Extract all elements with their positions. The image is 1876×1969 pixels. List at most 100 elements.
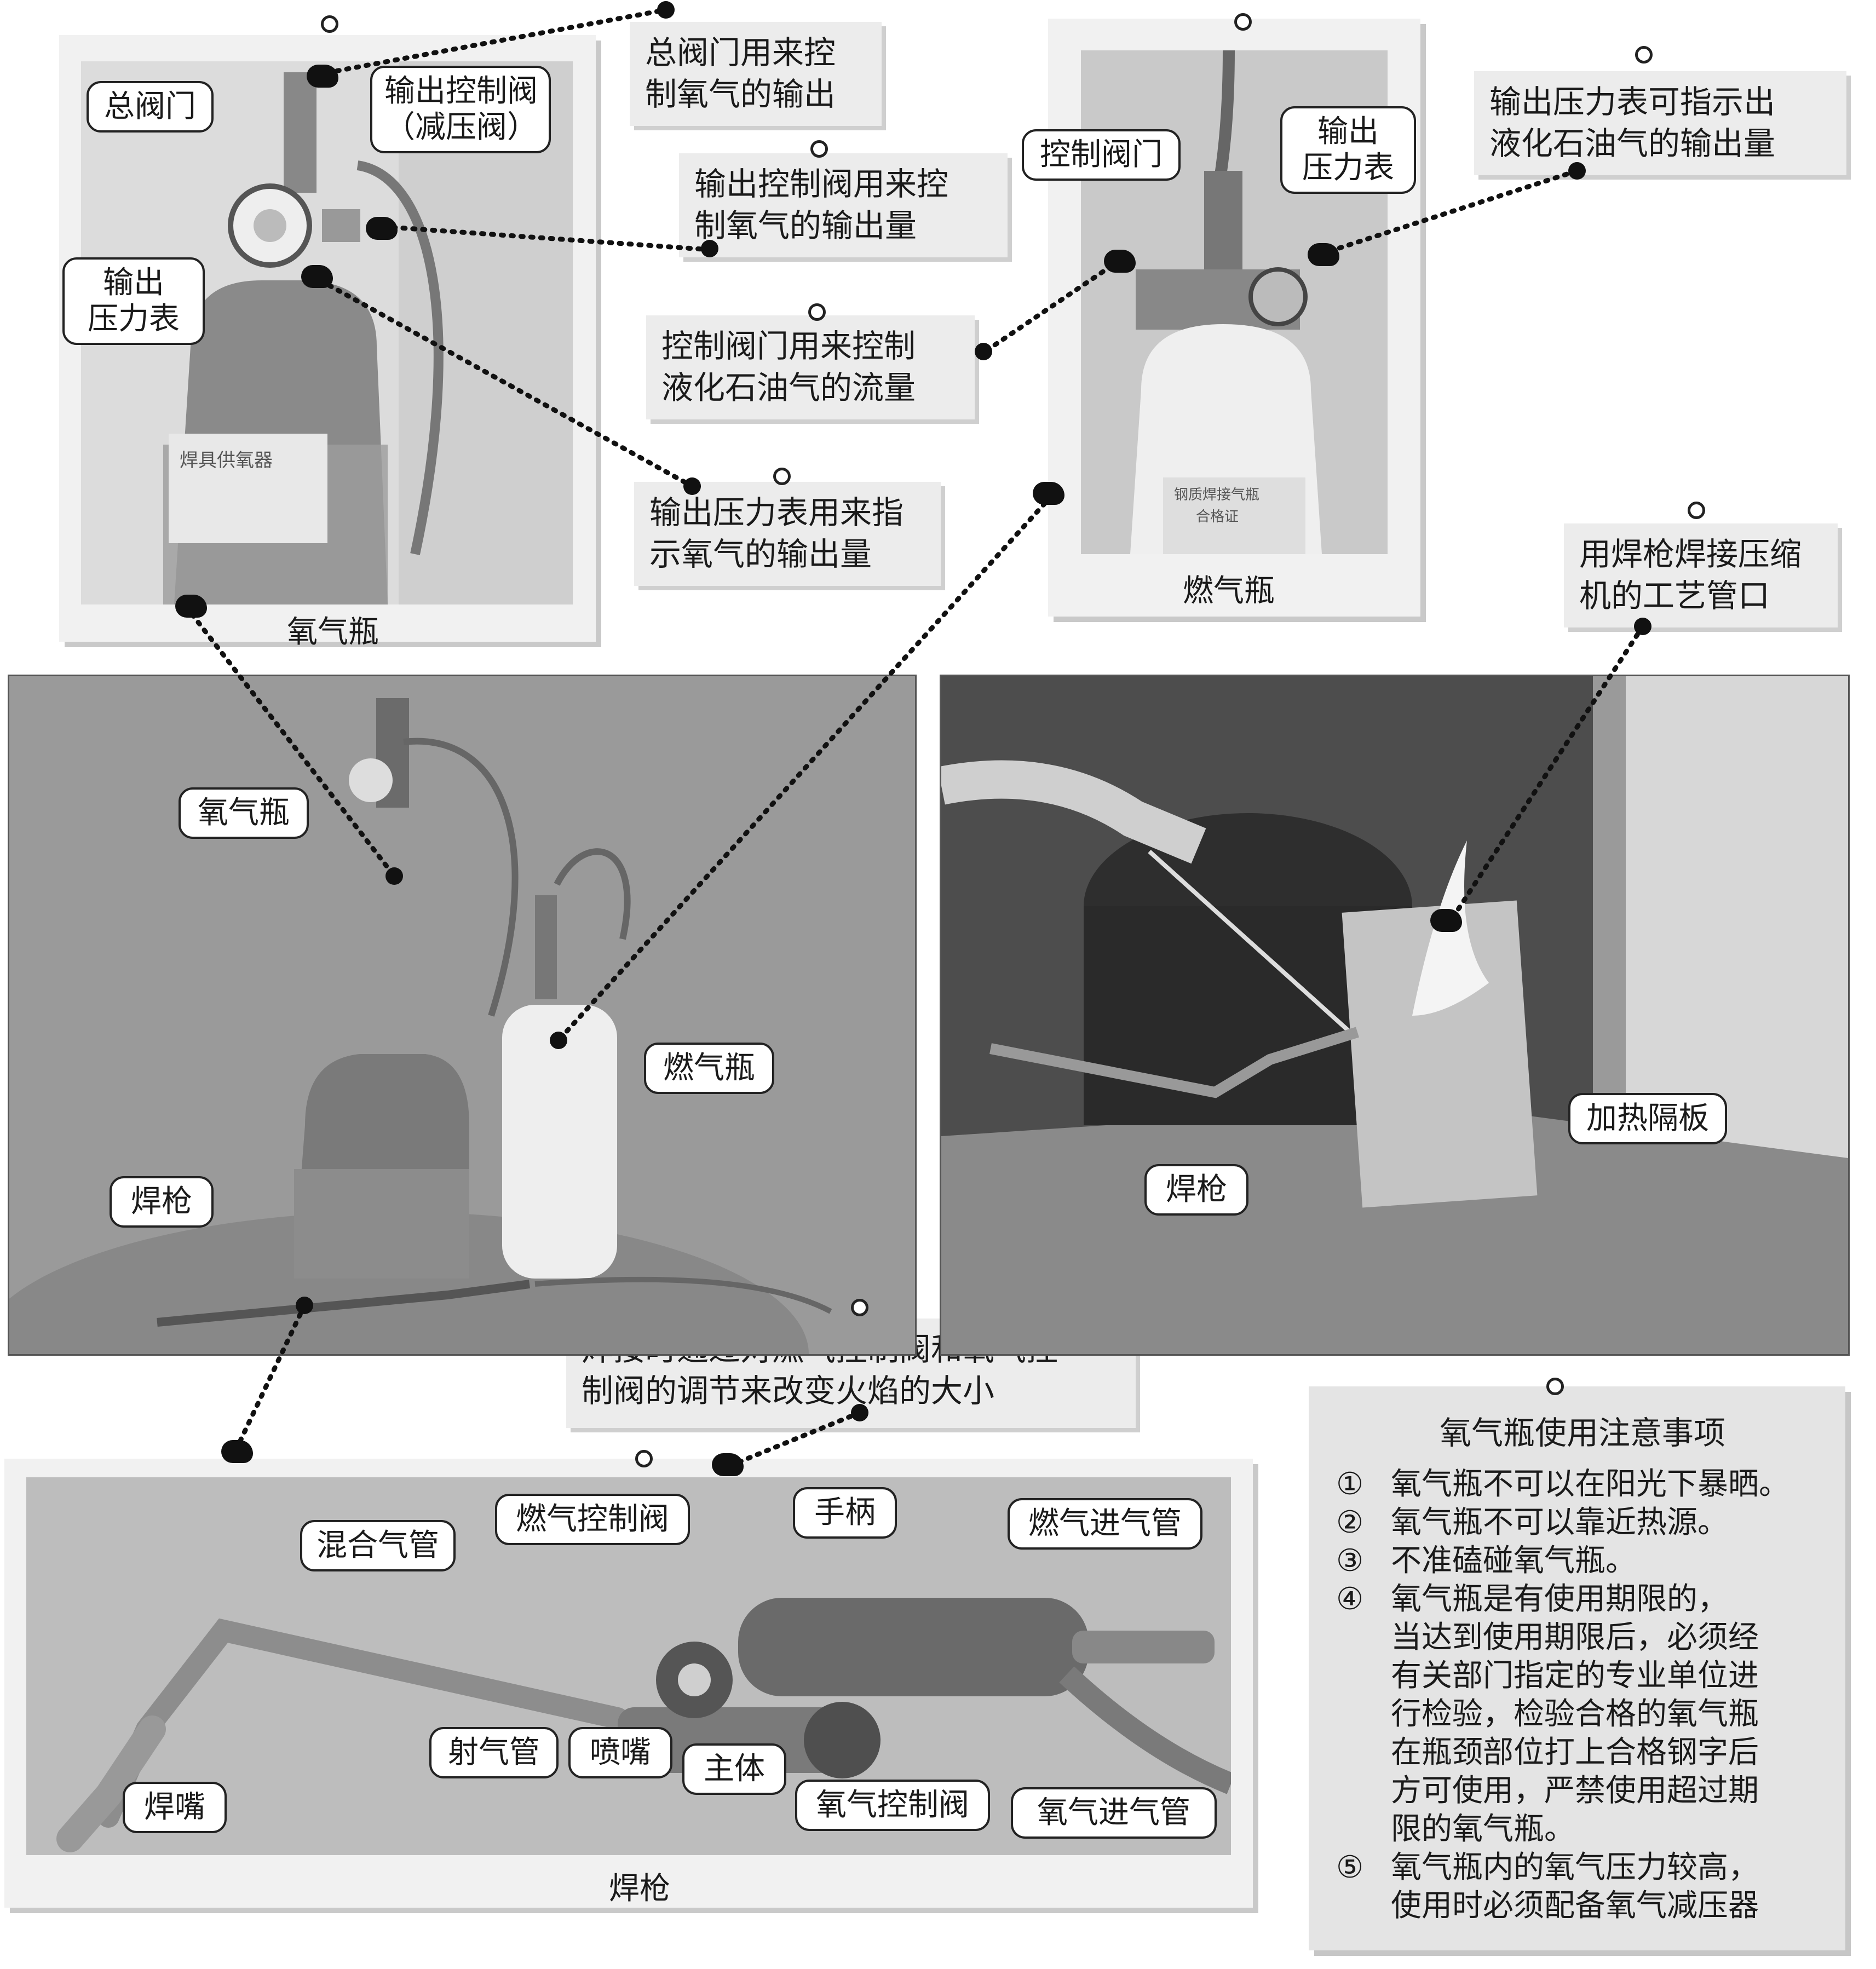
notice-item: 有关部门指定的专业单位进 xyxy=(1336,1657,1829,1695)
callout-gas-control-valve: 燃气控制阀 xyxy=(495,1494,690,1545)
pointing-hand-icon xyxy=(712,1453,744,1476)
note-weld-compressor-line2: 机的工艺管口 xyxy=(1579,577,1770,614)
dot-marker-icon xyxy=(1568,162,1586,180)
pointing-hand-icon xyxy=(366,217,398,240)
note-lpg-gauge-line2: 液化石油气的输出量 xyxy=(1489,125,1776,162)
callout-kit-gas-bottle: 燃气瓶 xyxy=(644,1043,774,1094)
dot-marker-icon xyxy=(550,1032,567,1049)
notice-item-text: 当达到使用期限后，必须经 xyxy=(1391,1620,1759,1655)
notice-item-number xyxy=(1336,1695,1391,1734)
note-oxygen-gauge: 输出压力表用来指 示氧气的输出量 xyxy=(634,482,941,586)
notice-item-number: ③ xyxy=(1336,1543,1364,1579)
notice-item: 在瓶颈部位打上合格钢字后 xyxy=(1336,1734,1829,1772)
notice-item-text: 不准磕碰氧气瓶。 xyxy=(1391,1543,1636,1579)
callout-handle: 手柄 xyxy=(793,1487,897,1539)
pin-icon xyxy=(773,468,791,485)
callout-oxygen-control-valve: 氧气控制阀 xyxy=(795,1780,990,1831)
callout-compressor-torch: 焊枪 xyxy=(1144,1164,1248,1216)
callout-output-gauge-line1: 输出 xyxy=(103,265,164,301)
notice-item: ⑤ 氧气瓶内的氧气压力较高， xyxy=(1336,1849,1829,1887)
dot-marker-icon xyxy=(296,1297,313,1314)
callout-output-control-valve-line1: 输出控制阀 xyxy=(384,73,538,109)
notice-item: ② 氧气瓶不可以靠近热源。 xyxy=(1336,1504,1829,1542)
note-weld-compressor: 用焊枪焊接压缩 机的工艺管口 xyxy=(1564,523,1838,627)
pin-icon xyxy=(1635,46,1653,64)
dot-marker-icon xyxy=(385,867,403,885)
welding-compressor-image xyxy=(941,676,1848,1354)
note-main-valve-line2: 制氧气的输出 xyxy=(645,76,836,113)
notice-item-text: 有关部门指定的专业单位进 xyxy=(1391,1658,1759,1694)
notice-item-number: ⑤ xyxy=(1336,1850,1364,1885)
notice-item-text: 使用时必须配备氧气减压器 xyxy=(1391,1888,1759,1924)
notice-item: ① 氧气瓶不可以在阳光下暴晒。 xyxy=(1336,1465,1829,1504)
notice-item-number xyxy=(1336,1887,1391,1925)
gas-bottle-caption: 燃气瓶 xyxy=(1183,573,1275,609)
oxygen-bottle-caption: 氧气瓶 xyxy=(287,614,379,650)
notice-item-number: ④ xyxy=(1336,1581,1364,1617)
callout-output-gauge-line2: 压力表 xyxy=(88,301,180,337)
notice-item-number xyxy=(1336,1619,1391,1657)
pointing-hand-icon xyxy=(1430,909,1462,932)
dot-marker-icon xyxy=(851,1404,868,1421)
notice-item-text: 氧气瓶是有使用期限的， xyxy=(1391,1581,1728,1617)
notice-item-number xyxy=(1336,1657,1391,1695)
notice-item-number xyxy=(1336,1810,1391,1849)
dot-marker-icon xyxy=(701,240,718,257)
notice-item-text: 限的氧气瓶。 xyxy=(1391,1811,1575,1847)
torch-caption: 焊枪 xyxy=(609,1871,670,1907)
note-output-control-line2: 制氧气的输出量 xyxy=(694,207,917,244)
pin-icon xyxy=(810,140,828,158)
pointing-hand-icon xyxy=(301,265,333,288)
pin-icon xyxy=(808,303,826,321)
svg-text:钢质焊接气瓶: 钢质焊接气瓶 xyxy=(1174,487,1259,503)
svg-text:合格证: 合格证 xyxy=(1196,509,1239,525)
callout-heat-shield: 加热隔板 xyxy=(1568,1093,1727,1144)
notice-item-number xyxy=(1336,1772,1391,1810)
callout-output-control-valve-line2: （减压阀） xyxy=(384,110,538,145)
note-flame-adjust-line2: 制阀的调节来改变火焰的大小 xyxy=(582,1372,995,1409)
callout-gas-inlet: 燃气进气管 xyxy=(1008,1498,1202,1550)
dot-marker-icon xyxy=(657,1,675,19)
welding-compressor-photo xyxy=(940,675,1850,1356)
dot-marker-icon xyxy=(683,477,701,495)
pointing-hand-icon xyxy=(1308,243,1339,266)
note-weld-compressor-line1: 用焊枪焊接压缩 xyxy=(1579,536,1802,573)
notice-item: 方可使用，严禁使用超过期 xyxy=(1336,1772,1829,1810)
callout-lpg-output-gauge-line1: 输出 xyxy=(1317,114,1379,149)
note-lpg-gauge-line1: 输出压力表可指示出 xyxy=(1489,83,1776,120)
gas-bottle-closeup-photo: 钢质焊接气瓶 合格证 xyxy=(1081,50,1388,554)
callout-lpg-output-gauge: 输出 压力表 xyxy=(1280,106,1416,194)
note-main-valve: 总阀门用来控 制氧气的输出 xyxy=(630,22,882,126)
callout-lpg-output-gauge-line2: 压力表 xyxy=(1302,150,1394,186)
notice-item-text: 氧气瓶内的氧气压力较高， xyxy=(1391,1850,1759,1885)
notice-item-text: 氧气瓶不可以在阳光下暴晒。 xyxy=(1391,1466,1789,1502)
welding-kit-image xyxy=(9,676,915,1354)
callout-control-valve: 控制阀门 xyxy=(1022,129,1181,181)
dot-marker-icon xyxy=(1634,618,1651,635)
pin-icon xyxy=(1234,13,1252,31)
pointing-hand-icon xyxy=(1104,250,1136,273)
note-output-control-line1: 输出控制阀用来控 xyxy=(694,165,949,203)
notice-item-text: 方可使用，严禁使用超过期 xyxy=(1391,1773,1759,1809)
callout-body: 主体 xyxy=(682,1743,786,1795)
dot-marker-icon xyxy=(975,343,992,360)
notice-item: ④ 氧气瓶是有使用期限的， xyxy=(1336,1580,1829,1619)
note-main-valve-line1: 总阀门用来控 xyxy=(645,34,836,71)
note-lpg-gauge: 输出压力表可指示出 液化石油气的输出量 xyxy=(1474,71,1846,175)
callout-kit-torch: 焊枪 xyxy=(110,1176,214,1228)
pointing-hand-icon xyxy=(221,1440,253,1463)
note-control-valve-line2: 液化石油气的流量 xyxy=(661,369,916,406)
pin-icon xyxy=(1688,502,1705,519)
note-control-valve: 控制阀门用来控制 液化石油气的流量 xyxy=(646,315,975,419)
callout-tip: 焊嘴 xyxy=(123,1782,227,1833)
note-oxygen-gauge-line2: 示氧气的输出量 xyxy=(649,536,872,573)
notice-item-number: ① xyxy=(1336,1466,1364,1502)
notice-item-text: 氧气瓶不可以靠近热源。 xyxy=(1391,1505,1728,1540)
pin-icon xyxy=(851,1299,868,1316)
notice-item-number: ② xyxy=(1336,1505,1364,1540)
notice-item-text: 在瓶颈部位打上合格钢字后 xyxy=(1391,1735,1759,1770)
callout-main-valve: 总阀门 xyxy=(87,81,214,133)
callout-injector-tube: 射气管 xyxy=(429,1727,559,1778)
callout-kit-oxygen-bottle: 氧气瓶 xyxy=(179,787,309,839)
